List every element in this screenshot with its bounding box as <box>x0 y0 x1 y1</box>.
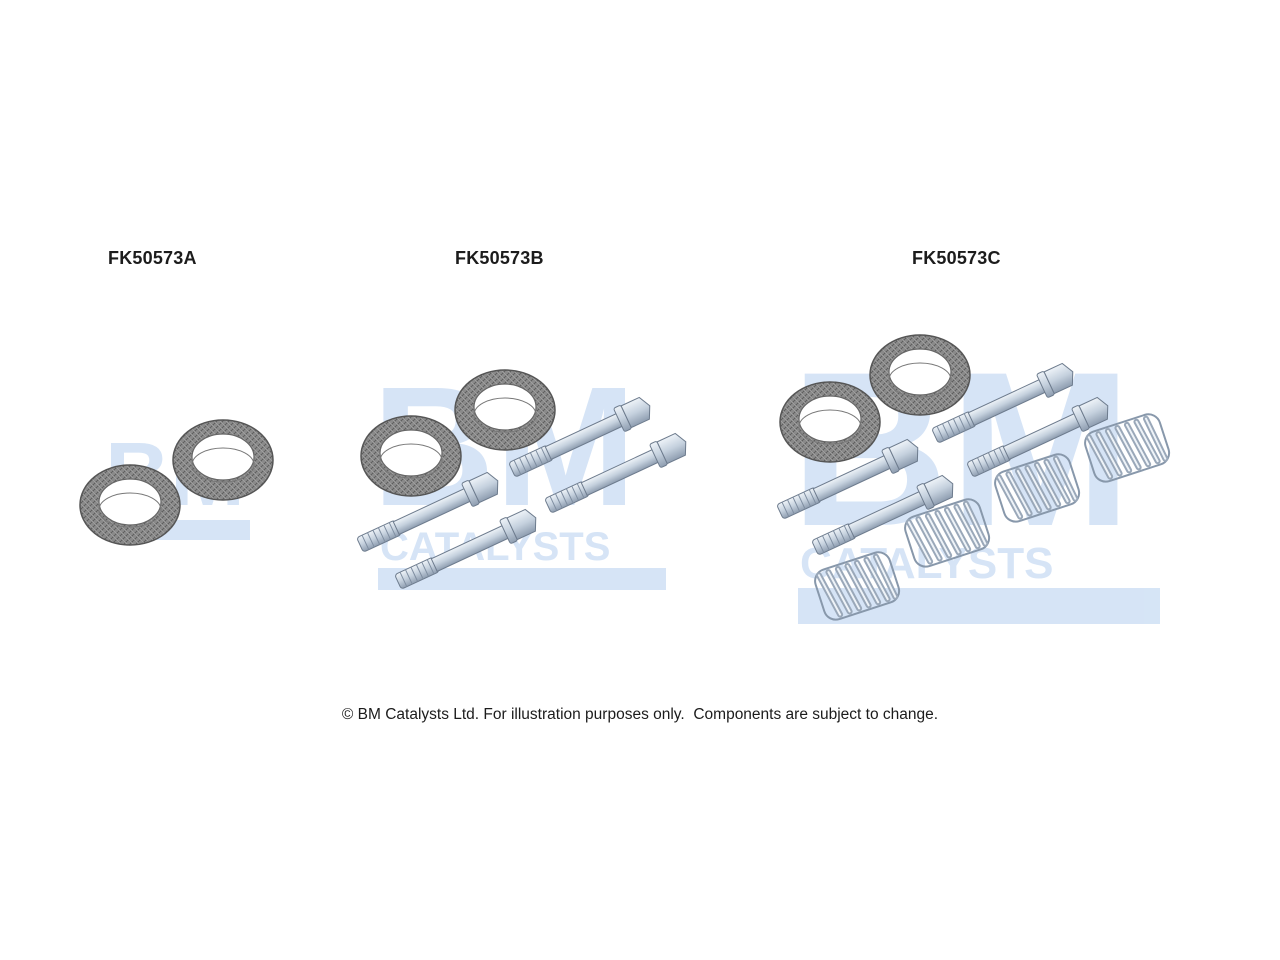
gasket-ring-icon <box>869 334 971 416</box>
kit-label-b: FK50573B <box>455 248 544 268</box>
footer-copyright: © BM Catalysts Ltd. For illustration pur… <box>341 706 685 723</box>
gasket-ring-icon <box>360 415 462 497</box>
gasket-ring-icon <box>779 381 881 463</box>
kit-label-a: FK50573A <box>108 248 197 268</box>
gasket-ring-icon <box>172 419 274 501</box>
kit-label-c: FK50573C <box>912 248 1001 268</box>
footer-disclaimer: © BM Catalysts Ltd. For illustration pur… <box>0 706 1280 724</box>
footer-change-notice: Components are subject to change. <box>693 706 939 723</box>
gasket-ring-icon <box>454 369 556 451</box>
gasket-ring-icon <box>79 464 181 546</box>
